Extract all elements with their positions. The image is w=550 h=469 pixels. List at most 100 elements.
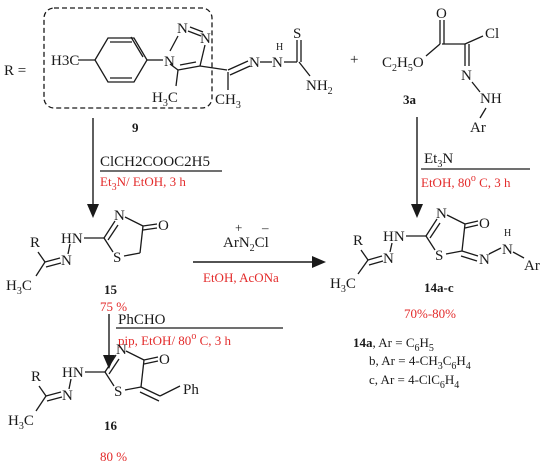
prod-a-3: H — [420, 335, 429, 350]
atom-nh2: NH2 — [306, 78, 333, 97]
atom-hn-14: HN — [383, 229, 405, 245]
ring16-n3-c4 — [125, 350, 145, 361]
atom-r-15: R — [30, 235, 40, 251]
atom-n-imine: N — [249, 55, 260, 71]
ring16-s-c2 — [104, 371, 115, 387]
reagent-step1: ClCH2COOC2H5 — [100, 154, 210, 170]
bond-c5-n-14-b — [460, 255, 478, 262]
prod-b-2: 3 — [438, 361, 443, 372]
ring15-c2-n3-b — [107, 224, 119, 241]
prod-c-2: 6 — [440, 380, 445, 391]
plus-sign: + — [350, 52, 358, 68]
ring14-c2-n3-b — [429, 222, 441, 239]
product-14a: 14a, Ar = C6H5 — [353, 335, 434, 354]
bond-c-nh2 — [298, 61, 311, 77]
reag2-b: 3 — [437, 159, 442, 170]
bond-triazole-4b — [179, 61, 197, 66]
bond-c-n-double — [229, 65, 251, 76]
ring15-s-c2 — [103, 237, 114, 253]
cond1-b: 3 — [112, 182, 117, 193]
dashed-box-9 — [43, 7, 213, 109]
bond-c-n-16-b — [46, 396, 63, 402]
condition-step1: Et3N/ EtOH, 3 h — [100, 174, 186, 193]
arrowhead-3a-to-14 — [411, 204, 423, 218]
reag3-d: Cl — [255, 235, 269, 251]
bond-triazole-c — [199, 65, 228, 71]
ring15-c4-o-b — [142, 227, 158, 231]
condition-step2: EtOH, 80o C, 3 h — [421, 173, 511, 190]
bond-ch3-triazole — [175, 69, 179, 87]
cond2-b: o — [471, 173, 476, 184]
bond-c5-ch-16 — [140, 386, 161, 397]
atom-cl-3a: Cl — [485, 26, 499, 42]
atom-n-3a: N — [461, 68, 472, 84]
reagent-step3: ArN2Cl — [223, 235, 269, 254]
arrowhead-15-to-16 — [103, 355, 115, 369]
prod-a-1: , Ar = C — [373, 335, 415, 350]
reag3-b: N — [239, 235, 250, 251]
atom-nh-3a: NH — [480, 91, 502, 107]
atom-n-14: N — [383, 251, 394, 267]
prod-a-2: 6 — [415, 343, 420, 354]
atom-n-15: N — [61, 253, 72, 269]
reagent-step4: PhCHO — [118, 312, 166, 328]
ring16-c4-c5 — [140, 359, 145, 388]
arrowhead-15-to-14 — [312, 256, 326, 268]
atom-h3c-tolyl: H3C — [51, 53, 79, 69]
cond2-a: EtOH, 80 — [421, 175, 471, 190]
atom-o-15: O — [158, 218, 169, 234]
arrowhead-9-to-15 — [87, 204, 99, 218]
atom-h-14: H — [504, 228, 511, 239]
prod-b-3: C — [443, 353, 452, 368]
atom-h-hydrazine: H — [276, 42, 283, 53]
yield-16: 80 % — [100, 449, 127, 464]
reag3-a: Ar — [223, 235, 239, 251]
atom-n3-14: N — [436, 206, 447, 222]
bond-n-nh-3a — [471, 81, 481, 93]
bond-triazole-3 — [199, 44, 206, 67]
condition-step3: EtOH, AcONa — [203, 270, 279, 285]
cond1-c: N/ EtOH, 3 h — [117, 174, 187, 189]
atom-n-nh-14: N — [502, 242, 513, 258]
bond-c-n — [227, 60, 249, 71]
prod-c-1: c, Ar = 4-ClC — [369, 372, 440, 387]
charge-plus: + — [235, 220, 242, 235]
reagent-step1-text: ClCH2COOC2H5 — [100, 154, 210, 170]
ring14-c2-n3 — [425, 218, 438, 237]
label-3a: 3a — [403, 92, 417, 107]
label-15: 15 — [104, 282, 118, 297]
atom-s-14: S — [435, 248, 443, 264]
reag2-c: N — [442, 151, 453, 167]
bond-r-c-14 — [360, 249, 369, 261]
atom-n-azo-14: N — [479, 252, 490, 268]
atom-ch3-imine: CH3 — [215, 92, 241, 111]
atom-n-hydrazine: N — [272, 55, 283, 71]
bond-c-ch3-14 — [357, 259, 369, 275]
reag2-a: Et — [424, 151, 438, 167]
condition-step4: pip, EtOH/ 80o C, 3 h — [118, 331, 231, 348]
atom-r-16: R — [31, 369, 41, 385]
bond-n-hn-15 — [67, 243, 71, 255]
ring14-c4-o-b — [464, 224, 479, 229]
atom-r-14: R — [353, 233, 363, 249]
atom-o-16: O — [159, 352, 170, 368]
ring14-c4-o — [464, 220, 479, 225]
atom-h3c-16: H3C — [8, 413, 34, 432]
bond-n-nh-14 — [488, 247, 502, 255]
ring16-c5-s — [124, 386, 142, 391]
prod-b-1: b, Ar = 4-CH — [369, 353, 438, 368]
atom-s-thiourea: S — [293, 26, 301, 42]
ring16-c2-n3-b — [108, 358, 120, 375]
label-9: 9 — [132, 120, 139, 135]
ring15-c4-o — [142, 223, 158, 227]
atom-hn-16: HN — [62, 365, 84, 381]
bond-c-n-15-b — [45, 262, 62, 268]
prod-a-prefix: 14a — [353, 335, 373, 350]
cond2-c: C, 3 h — [476, 175, 511, 190]
bond-c5-ch-16-b — [139, 391, 160, 402]
atom-n3-triazole: N — [200, 31, 211, 47]
label-14: 14a-c — [424, 280, 454, 295]
bond-triazole-4 — [177, 65, 201, 71]
